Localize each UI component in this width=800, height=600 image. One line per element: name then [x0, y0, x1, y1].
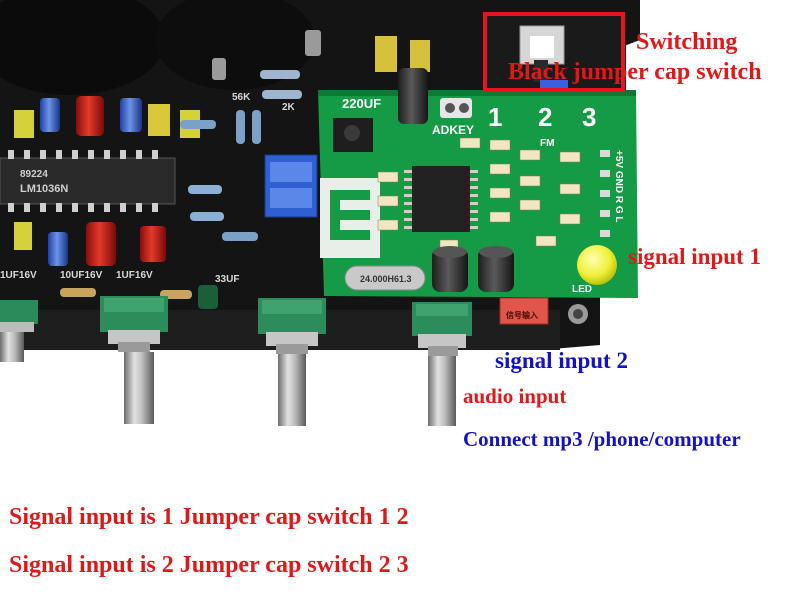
potentiometer-2 — [258, 298, 326, 426]
audio-input-label: audio input — [463, 384, 567, 408]
transformer-right — [155, 0, 315, 90]
resistor-array — [60, 70, 302, 299]
led-label: LED — [572, 284, 592, 295]
connect-devices-label: Connect mp3 /phone/computer — [463, 427, 741, 451]
film-cap — [14, 222, 32, 250]
pin-number-3: 3 — [582, 102, 596, 132]
jumper-note-2: Signal input is 2 Jumper cap switch 2 3 — [9, 552, 409, 578]
signal-input-1-label: signal input 1 — [628, 244, 761, 269]
black-jumper-cap — [534, 60, 548, 82]
header-pin-labels: +5V GND R G L — [613, 150, 624, 223]
film-cap — [148, 104, 170, 136]
ic-lm1036 — [0, 157, 176, 205]
signal-led — [577, 245, 617, 285]
chip-code: 89224 — [20, 169, 48, 180]
pin-number-2: 2 — [538, 102, 552, 132]
adkey-label: ADKEY — [432, 123, 474, 137]
small-cap — [305, 30, 321, 56]
crystal — [344, 265, 426, 291]
electrolytic-cap — [86, 222, 116, 266]
jumper-highlight-box — [483, 12, 625, 92]
electrolytic-cap — [76, 96, 104, 136]
res-2k-label: 2K — [282, 102, 296, 113]
jumper-note-1: Signal input is 1 Jumper cap switch 1 2 — [9, 504, 409, 530]
connector-label: 信号输入 — [506, 310, 538, 320]
film-cap — [375, 36, 397, 72]
cap-220-label: 220UF — [342, 96, 381, 111]
smd-pads — [377, 137, 581, 251]
cap-bottom-left — [432, 248, 468, 292]
cap-bottom-right — [478, 248, 514, 292]
cap-label-b: 10UF16V — [60, 270, 103, 281]
small-cap — [212, 58, 226, 80]
potentiometer-left — [0, 300, 38, 362]
jumper-label: Black jumper cap switch — [508, 59, 762, 85]
cap-220uf — [398, 68, 428, 124]
chip-model: LM1036N — [20, 183, 68, 195]
switching-label: Switching — [636, 29, 738, 55]
pin-number-1: 1 — [488, 102, 502, 132]
film-cap — [410, 40, 430, 72]
film-cap — [14, 110, 34, 138]
fm-label: FM — [540, 138, 554, 149]
cap-label-c: 1UF16V — [116, 270, 153, 281]
potentiometer-3 — [412, 302, 472, 426]
electrolytic-cap — [120, 98, 142, 132]
blue-marker — [540, 80, 568, 90]
jumper-pin-holes — [440, 98, 472, 118]
electrolytic-cap — [48, 232, 68, 266]
crystal-label: 24.000H61.3 — [360, 274, 412, 284]
cap-label-a: 1UF16V — [0, 270, 37, 281]
electrolytic-cap — [40, 98, 60, 132]
electrolytic-cap — [140, 226, 166, 262]
potentiometer-1 — [100, 296, 168, 424]
cap-label-33: 33UF — [215, 274, 239, 285]
header-pins — [600, 150, 610, 237]
small-cap — [198, 285, 218, 309]
signal-input-connector — [499, 297, 549, 325]
signal-input-2-label: signal input 2 — [495, 348, 628, 373]
transformer-left — [0, 0, 165, 95]
mp3-decoder-chip — [412, 166, 470, 232]
res-56k-label: 56K — [232, 92, 251, 103]
